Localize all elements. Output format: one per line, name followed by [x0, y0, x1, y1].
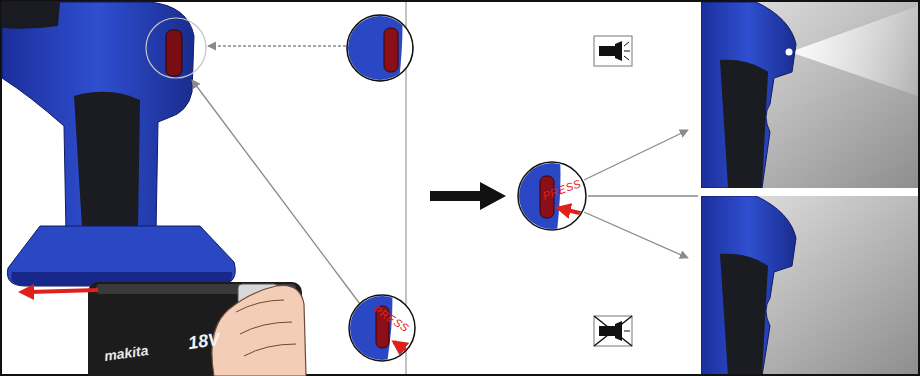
tool-body	[146, 18, 206, 78]
light-on-icon	[594, 36, 632, 66]
zoom-circle: PRESS	[349, 295, 415, 361]
inset-top	[384, 28, 398, 72]
leader-line	[208, 45, 346, 46]
inset-bottom	[340, 290, 414, 370]
slide-arrow	[30, 290, 98, 292]
branch-arrows	[584, 212, 688, 258]
light-on-panel	[701, 2, 796, 188]
big-arrow	[430, 191, 482, 201]
light-off-icon	[594, 316, 632, 346]
tool-body	[2, 2, 235, 286]
tool-body	[2, 2, 60, 29]
light-on-panel	[720, 60, 768, 188]
hand	[212, 285, 306, 376]
big-arrow	[430, 182, 506, 210]
inset-middle	[558, 208, 584, 214]
leader-line	[192, 46, 360, 304]
light-on-panel	[701, 2, 918, 188]
light-off-panel	[720, 254, 768, 374]
light-off-icon	[624, 331, 630, 332]
big-arrow	[480, 182, 506, 210]
light-off-panel	[701, 196, 796, 374]
hand	[244, 344, 296, 356]
inset-top	[347, 15, 413, 81]
light-off-icon	[594, 316, 632, 346]
hand	[236, 300, 284, 312]
inset-middle	[518, 162, 586, 230]
inset-bottom	[340, 290, 392, 370]
light-on-icon	[624, 56, 629, 60]
inset-top	[340, 10, 413, 90]
light-on-panel	[701, 2, 918, 188]
light-on-icon	[624, 42, 629, 46]
hand	[240, 322, 292, 334]
branch-arrows	[588, 195, 698, 196]
branch-arrows	[584, 130, 698, 258]
light-off-icon	[594, 316, 632, 346]
slide-arrow	[18, 284, 98, 300]
tool-body	[166, 30, 182, 76]
inset-middle	[510, 158, 586, 240]
light-off-panel	[701, 196, 918, 376]
leader-line	[192, 80, 360, 304]
slide-arrow	[18, 284, 34, 300]
tool-body	[74, 92, 140, 228]
light-on-icon	[599, 46, 615, 56]
tool-body	[2, 2, 194, 232]
hand	[212, 285, 306, 376]
light-on-panel	[790, 6, 918, 96]
tool-body	[7, 226, 235, 286]
branch-arrows	[584, 130, 688, 180]
inset-bottom	[349, 295, 415, 361]
light-on-panel	[701, 2, 918, 188]
zoom-circle: PRESS	[518, 162, 586, 230]
inset-middle	[510, 158, 584, 240]
light-off-icon	[594, 316, 632, 346]
light-off-panel	[701, 196, 796, 374]
inset-bottom	[340, 290, 415, 370]
light-on-icon	[615, 41, 622, 61]
light-on-panel	[786, 49, 793, 56]
light-on-icon	[594, 36, 632, 66]
voltage-label: 18V	[187, 330, 221, 352]
light-on-icon	[624, 51, 630, 52]
press-label: PRESS	[541, 178, 582, 202]
press-label: PRESS	[371, 304, 411, 334]
